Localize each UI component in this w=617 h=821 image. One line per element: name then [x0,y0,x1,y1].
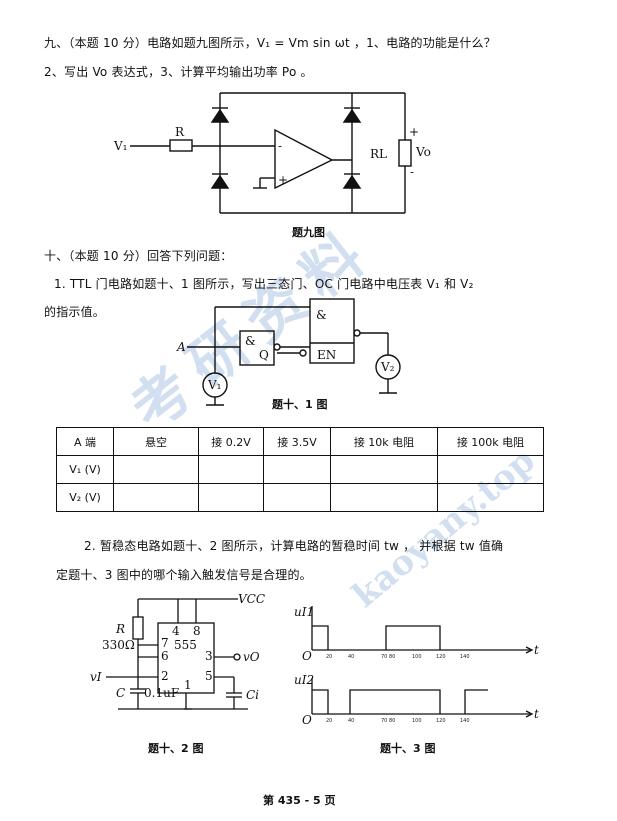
figure-10-2-caption: 题十、2 图 [148,742,204,755]
q10-p1-line2: 的指示值。 [44,305,106,319]
fig10-2-pin1: 1 [184,678,192,692]
label-minus: - [410,165,414,179]
fig10-1-q: Q [259,348,269,362]
fig10-3-tick: 20 [326,718,332,724]
fig10-3-t2: t [534,707,539,721]
table-cell [113,483,199,512]
page-number: 第 435 - 5 页 [263,794,336,807]
table-row-label: V₁ (V) [56,455,114,484]
fig10-3-o1: O [302,649,312,663]
fig10-2-vi: vI [90,670,102,684]
fig10-2-ci: Ci [246,688,259,702]
fig10-3-tick: 100 [412,718,422,724]
fig10-2-c: C [116,686,125,700]
table-header: 接 0.2V [198,427,264,456]
table-cell [330,455,438,484]
figure-10-1-caption: 题十、1 图 [272,398,328,411]
table-cell [330,483,438,512]
table-cell [198,455,264,484]
label-v1: V₁ [113,139,127,153]
table-cell [198,483,264,512]
table-header-row: A 端 悬空 接 0.2V 接 3.5V 接 10k 电阻 接 100k 电阻 [56,427,544,456]
fig10-2-vo: vO [243,650,260,664]
fig10-2-pin2: 2 [161,669,169,683]
fig10-1-v1: V₁ [207,378,221,392]
table-header: 接 10k 电阻 [330,427,438,456]
fig10-3-tick: 40 [348,654,354,660]
fig10-3-t1: t [534,643,539,657]
table-cell [263,483,331,512]
fig10-3-tick: 120 [436,654,446,660]
q10-p2-line2: 定题十、3 图中的哪个输入触发信号是合理的。 [56,568,312,582]
table-cell [113,455,199,484]
table-header: 悬空 [113,427,199,456]
fig10-3-tick: 120 [436,718,446,724]
table-cell [437,483,544,512]
fig10-3-tick: 140 [460,654,470,660]
figure-10-3-waveforms: uI1 O t 20 40 70 80 100 120 140 uI2 O t … [294,605,539,727]
fig10-1-a: A [176,340,186,354]
table-row: V₁ (V) [56,455,544,484]
table-cell [263,455,331,484]
fig10-2-chip: 555 [174,638,197,652]
label-op-minus: - [278,139,282,153]
fig10-3-tick: 70 80 [381,718,395,724]
q9-line1: 九、（本题 10 分）电路如题九图所示，V₁ = Vm sin ωt ，1、电路… [44,36,496,50]
q10-p1-line1: 1. TTL 门电路如题十、1 图所示，写出三态门、OC 门电路中电压表 V₁ … [54,277,474,291]
q10-heading: 十、（本题 10 分）回答下列问题： [44,249,233,263]
table-cell [437,455,544,484]
fig10-2-pin7: 7 [161,636,169,650]
label-plus: + [409,125,419,139]
label-rl: RL [370,147,387,161]
fig10-3-tick: 70 80 [381,654,395,660]
fig10-2-r-val: 330Ω [102,638,135,652]
label-op-plus: + [278,173,288,187]
table-row-label: V₂ (V) [56,483,114,512]
q10-p2-line1: 2. 暂稳态电路如题十、2 图所示，计算电路的暂稳时间 tw ， 并根据 tw … [84,539,504,553]
fig10-1-amp2: & [316,308,327,322]
voltage-table: A 端 悬空 接 0.2V 接 3.5V 接 10k 电阻 接 100k 电阻 … [56,427,544,512]
fig10-3-ui1: uI1 [294,605,314,619]
fig10-2-vcc: VCC [238,592,265,606]
fig10-1-v2: V₂ [380,360,395,374]
q9-line2: 2、写出 Vo 表达式，3、计算平均输出功率 Po 。 [44,65,313,79]
fig10-3-ui2: uI2 [294,673,314,687]
table-header: A 端 [56,427,114,456]
fig10-2-r: R [115,622,125,636]
fig10-2-pin6: 6 [161,649,169,663]
figure-10-3-caption: 题十、3 图 [380,742,436,755]
table-header: 接 100k 电阻 [437,427,544,456]
fig10-3-tick: 100 [412,654,422,660]
fig10-2-pin4: 4 [172,624,180,638]
fig10-1-amp1: & [245,334,256,348]
table-row: V₂ (V) [56,483,544,512]
fig10-2-pin8: 8 [193,624,201,638]
figure-10-1-circuit: A & Q & EN V₁ V₂ [176,298,401,406]
fig10-2-pin5: 5 [205,669,213,683]
fig10-2-pin3: 3 [205,649,213,663]
fig10-3-tick: 140 [460,718,470,724]
fig10-3-tick: 40 [348,718,354,724]
table-header: 接 3.5V [263,427,331,456]
figure-9-circuit: V₁ R - + RL + Vo - [113,92,431,214]
label-vo: Vo [415,145,431,159]
fig10-1-en: EN [317,348,336,362]
figure-10-2-circuit: VCC R 330Ω 4 8 7 555 6 3 2 5 1 vO vI C 0… [90,592,265,710]
figure-9-caption: 题九图 [292,226,325,239]
fig10-3-o2: O [302,713,312,727]
fig10-3-tick: 20 [326,654,332,660]
fig10-2-c-val: 0.1uF [144,686,179,700]
label-r: R [175,125,185,139]
